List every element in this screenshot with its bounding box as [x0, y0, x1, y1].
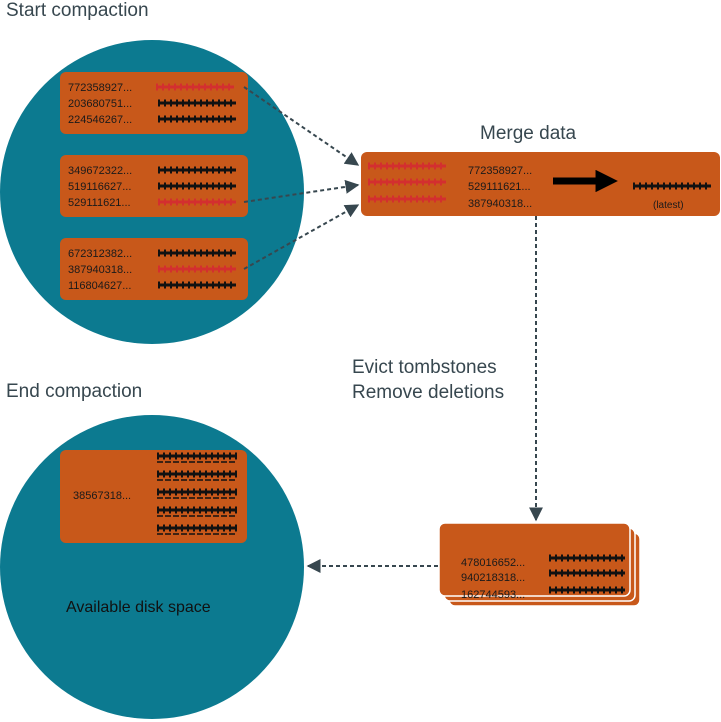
- sstable-key: 519116627...: [68, 181, 131, 193]
- sstable-2: 349672322... 519116627... 529111621...: [60, 155, 248, 217]
- output-key: 162744593...: [461, 589, 525, 601]
- sstable-3: 672312382... 387940318... 116804627...: [60, 238, 248, 300]
- merge-key: 529111621...: [468, 181, 531, 193]
- merge-table: 772358927... 529111621... 387940318... (…: [361, 152, 720, 216]
- connector-table3-to-merge: [243, 204, 360, 270]
- available-disk-space-label: Available disk space: [66, 599, 211, 616]
- start-sstables: 772358927... 203680751... 224546267... 3496…: [60, 72, 248, 300]
- sstable-key: 116804627...: [68, 280, 131, 292]
- merge-key: 772358927...: [468, 165, 532, 177]
- latest-label: (latest): [653, 200, 684, 211]
- output-sstable-stack: 478016652... 940218318... 162744593...: [438, 522, 641, 607]
- connector-table1-to-merge: [243, 86, 360, 166]
- sstable-key: 349672322...: [68, 165, 132, 177]
- sstable-1: 772358927... 203680751... 224546267...: [60, 72, 248, 134]
- sstable-key: 772358927...: [68, 82, 132, 94]
- end-table: 38567318...: [60, 450, 247, 543]
- output-key: 478016652...: [461, 557, 525, 569]
- end-key: 38567318...: [73, 490, 131, 502]
- sstable-key: 203680751...: [68, 98, 132, 110]
- sstable-key: 529111621...: [68, 197, 131, 209]
- sstable-key: 224546267...: [68, 114, 132, 126]
- sstable-key: 387940318...: [68, 264, 132, 276]
- merge-data-label: Merge data: [480, 123, 577, 144]
- sstable-key: 672312382...: [68, 248, 132, 260]
- merge-key: 387940318...: [468, 198, 532, 210]
- output-key: 940218318...: [461, 572, 525, 584]
- remove-deletions-label: Remove deletions: [352, 382, 504, 403]
- dashed-connectors: [243, 86, 543, 573]
- evict-tombstones-label: Evict tombstones: [352, 357, 497, 378]
- start-compaction-label: Start compaction: [6, 0, 149, 21]
- connector-table2-to-merge: [243, 179, 360, 203]
- end-compaction-label: End compaction: [6, 381, 142, 402]
